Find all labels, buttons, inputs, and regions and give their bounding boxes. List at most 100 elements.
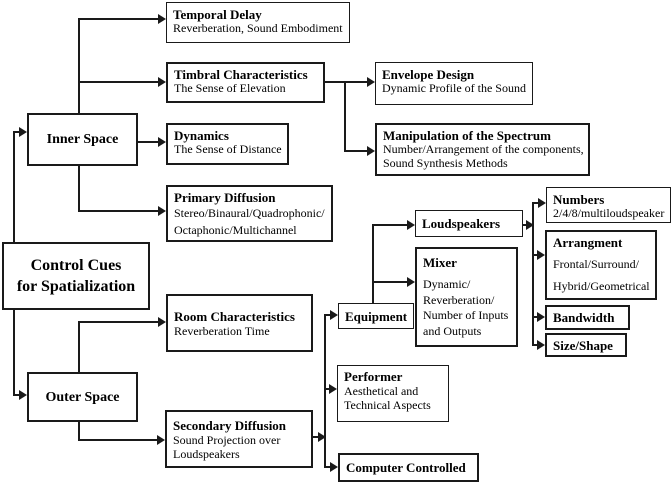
node-equipment: Equipment (338, 303, 414, 329)
connector-arrowhead-icon (367, 77, 375, 87)
connector-arrowhead-icon (158, 206, 166, 216)
node-subtitle: Aesthetical and (344, 384, 419, 398)
node-title: Size/Shape (553, 337, 613, 353)
connector-line (78, 81, 159, 83)
connector-arrowhead-icon (330, 310, 338, 320)
node-subtitle: Dynamic/ (423, 277, 471, 291)
node-subtitle: The Sense of Distance (174, 142, 282, 156)
node-title: Room Characteristics (174, 308, 295, 324)
node-title: Equipment (345, 308, 408, 324)
connector-arrowhead-icon (367, 146, 375, 156)
node-title: Performer (344, 369, 403, 384)
connector-line (78, 439, 159, 441)
connector-line (532, 344, 539, 346)
connector-line (78, 321, 80, 373)
node-subtitle: Technical Aspects (344, 398, 431, 412)
connector-line (13, 309, 15, 396)
node-subtitle: Sound Synthesis Methods (383, 155, 508, 170)
connector-arrowhead-icon (538, 198, 546, 208)
node-subtitle: and Outputs (423, 323, 482, 338)
connector-line (78, 18, 80, 115)
node-title: Envelope Design (382, 67, 475, 82)
node-subtitle: Reverberation/ (423, 292, 495, 307)
node-title: Arrangment (553, 235, 623, 250)
node-title: Inner Space (46, 132, 119, 147)
connector-line (324, 388, 331, 390)
node-subtitle: Loudspeakers (173, 446, 240, 461)
node-title: for Spatialization (16, 278, 136, 295)
connector-line (344, 150, 368, 152)
node-outer-space: Outer Space (27, 372, 138, 422)
connector-arrowhead-icon (537, 250, 545, 260)
node-computer-controlled: Computer Controlled (338, 453, 479, 482)
node-control-cues: Control Cues for Spatialization (2, 242, 150, 310)
connector-line (78, 18, 159, 20)
connector-line (344, 81, 368, 83)
connector-line (372, 281, 408, 283)
connector-arrowhead-icon (158, 77, 166, 87)
connector-line (324, 314, 331, 316)
node-subtitle: Number of Inputs (423, 308, 509, 322)
connector-arrowhead-icon (19, 390, 27, 400)
node-subtitle: Sound Projection over (173, 432, 281, 447)
node-title: Primary Diffusion (174, 190, 276, 205)
node-loudspeakers: Loudspeakers (415, 210, 523, 237)
connector-arrowhead-icon (318, 432, 326, 442)
connector-line (344, 81, 346, 152)
connector-line (532, 254, 539, 256)
node-title: Control Cues (30, 257, 122, 274)
node-title: Temporal Delay (173, 7, 262, 22)
connector-arrowhead-icon (330, 462, 338, 472)
connector-line (78, 210, 159, 212)
node-subtitle: Dynamic Profile of the Sound (382, 81, 526, 95)
connector-arrowhead-icon (158, 317, 166, 327)
connector-arrowhead-icon (157, 435, 165, 445)
connector-arrowhead-icon (329, 384, 337, 394)
connector-arrowhead-icon (19, 127, 27, 137)
node-title: Computer Controlled (346, 460, 466, 475)
node-subtitle: Frontal/Surround/ (553, 257, 639, 271)
connector-arrowhead-icon (537, 312, 545, 322)
connector-arrowhead-icon (407, 220, 415, 230)
connector-line (13, 131, 15, 243)
node-inner-space: Inner Space (27, 113, 138, 166)
connector-line (372, 224, 408, 226)
connector-line (78, 422, 80, 441)
connector-line (13, 394, 21, 396)
node-subtitle: Reverberation, Sound Embodiment (173, 21, 343, 35)
connector-line (532, 316, 539, 318)
node-subtitle: Number/Arrangement of the components, (383, 142, 584, 156)
connector-line (313, 436, 319, 438)
connector-line (532, 202, 539, 204)
connector-line (138, 141, 159, 143)
node-title: Timbral Characteristics (174, 67, 308, 82)
connector-line (324, 314, 326, 468)
node-bandwidth: Bandwidth (545, 305, 630, 330)
connector-line (372, 224, 374, 304)
node-subtitle: Hybrid/Geometrical (553, 279, 650, 293)
connector-line (324, 466, 331, 468)
node-subtitle: The Sense of Elevation (174, 81, 286, 95)
node-subtitle: Reverberation Time (174, 323, 270, 338)
node-title: Outer Space (45, 389, 120, 405)
node-subtitle: Octaphonic/Multichannel (174, 223, 297, 237)
connector-arrowhead-icon (407, 277, 415, 287)
node-subtitle: 2/4/8/multiloudspeaker (553, 206, 665, 220)
connector-arrowhead-icon (526, 220, 534, 230)
connector-line (13, 131, 21, 133)
connector-line (78, 166, 80, 212)
connector-line (78, 321, 159, 323)
connector-arrowhead-icon (158, 14, 166, 24)
